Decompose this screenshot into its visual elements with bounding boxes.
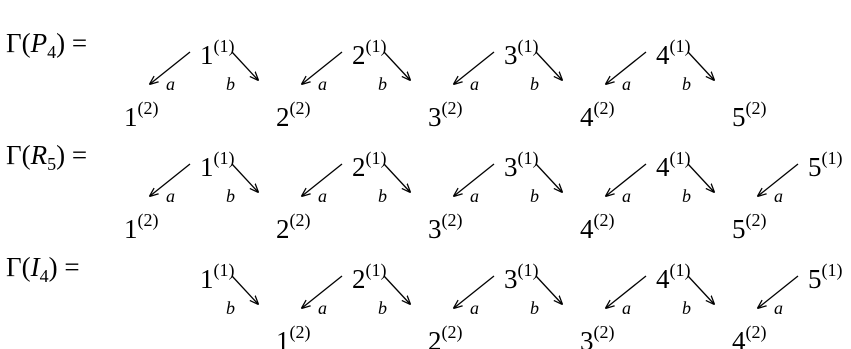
arrow-b: [687, 51, 714, 80]
arrow-a-label: a: [318, 74, 327, 94]
bottom-node: 3(2): [580, 322, 615, 349]
bottom-node: 1(2): [124, 98, 159, 132]
arrow-a: [150, 163, 191, 196]
diagram-row-1: Γ(P4) = 1(1) 2(1) 3(1) 4(1) 1(2) 2(2) 3(2) 4(2) 5…: [6, 28, 767, 132]
top-node: 1(1): [200, 148, 235, 182]
arrow-a: [606, 51, 647, 84]
arrow-b-label: b: [682, 186, 691, 206]
arrow-b-label: b: [378, 74, 387, 94]
arrow-b-label: b: [530, 186, 539, 206]
arrow-b-label: b: [378, 298, 387, 318]
arrow-a-label: a: [166, 186, 175, 206]
arrow-a: [454, 275, 495, 308]
bottom-node: 5(2): [732, 98, 767, 132]
bottom-node: 1(2): [124, 210, 159, 244]
diagram-row-3: Γ(I4) = 1(1) 2(1) 3(1) 4(1) 5(1) 1(2) 2(2) 3(2) 4…: [6, 252, 843, 349]
arrow-a: [150, 51, 191, 84]
diagram-row-2: Γ(R5) = 1(1) 2(1) 3(1) 4(1) 5(1) 1(2) 2(2) 3(2) 4…: [6, 140, 843, 244]
arrow-a-label: a: [166, 74, 175, 94]
arrow-a: [758, 163, 799, 196]
arrow-b: [535, 163, 562, 192]
arrow-a-label: a: [318, 298, 327, 318]
top-node: 3(1): [504, 148, 539, 182]
arrow-a-label: a: [470, 298, 479, 318]
top-node: 3(1): [504, 260, 539, 294]
arrow-a: [454, 163, 495, 196]
bottom-node: 5(2): [732, 210, 767, 244]
row-label: Γ(R5) =: [6, 140, 87, 174]
arrow-b-label: b: [226, 298, 235, 318]
arrow-b: [535, 51, 562, 80]
arrow-b: [231, 51, 258, 80]
top-node: 3(1): [504, 36, 539, 70]
arrow-a: [302, 163, 343, 196]
bottom-node: 2(2): [276, 210, 311, 244]
arrow-b: [383, 275, 410, 304]
arrow-a: [302, 275, 343, 308]
top-node: 4(1): [656, 36, 691, 70]
row-label: Γ(I4) =: [6, 252, 80, 286]
arrow-a-label: a: [470, 74, 479, 94]
bottom-node: 2(2): [276, 98, 311, 132]
arrow-b: [383, 51, 410, 80]
arrow-a-label: a: [622, 74, 631, 94]
bottom-node: 2(2): [428, 322, 463, 349]
bottom-node: 3(2): [428, 210, 463, 244]
arrow-a: [758, 275, 799, 308]
arrow-a: [302, 51, 343, 84]
top-node: 4(1): [656, 260, 691, 294]
arrow-a-label: a: [470, 186, 479, 206]
arrow-a: [606, 163, 647, 196]
top-node: 2(1): [352, 148, 387, 182]
top-node: 5(1): [808, 148, 843, 182]
arrow-b: [231, 275, 258, 304]
top-node: 1(1): [200, 260, 235, 294]
top-node: 2(1): [352, 260, 387, 294]
arrow-b-label: b: [530, 298, 539, 318]
arrow-b-label: b: [226, 186, 235, 206]
arrow-b: [383, 163, 410, 192]
arrow-a: [606, 275, 647, 308]
top-node: 5(1): [808, 260, 843, 294]
arrow-b-label: b: [682, 74, 691, 94]
top-node: 2(1): [352, 36, 387, 70]
arrow-b-label: b: [378, 186, 387, 206]
row-label: Γ(P4) =: [6, 28, 87, 62]
arrow-b: [535, 275, 562, 304]
bottom-node: 3(2): [428, 98, 463, 132]
top-node: 1(1): [200, 36, 235, 70]
arrow-b: [231, 163, 258, 192]
arrow-a-label: a: [774, 298, 783, 318]
arrow-b: [687, 275, 714, 304]
arrow-a-label: a: [622, 186, 631, 206]
arrow-a-label: a: [318, 186, 327, 206]
top-node: 4(1): [656, 148, 691, 182]
arrow-b: [687, 163, 714, 192]
bottom-node: 4(2): [732, 322, 767, 349]
arrow-b-label: b: [682, 298, 691, 318]
bottom-node: 4(2): [580, 210, 615, 244]
arrow-a: [454, 51, 495, 84]
arrow-b-label: b: [530, 74, 539, 94]
arrow-b-label: b: [226, 74, 235, 94]
bottom-node: 1(2): [276, 322, 311, 349]
arrow-a-label: a: [774, 186, 783, 206]
arrow-a-label: a: [622, 298, 631, 318]
bottom-node: 4(2): [580, 98, 615, 132]
